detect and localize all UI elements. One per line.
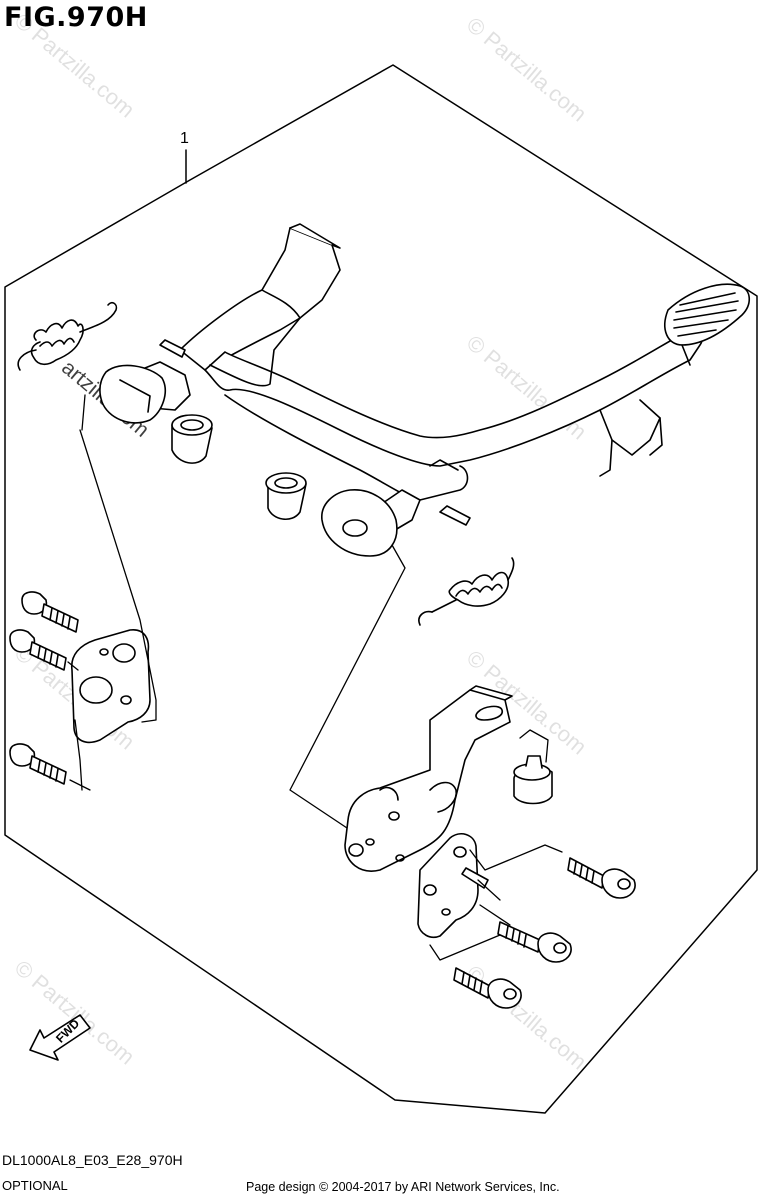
bolt — [567, 857, 636, 899]
bushing-right — [265, 472, 307, 520]
bolt — [497, 921, 572, 963]
bracket-right — [344, 685, 513, 872]
bolt — [9, 743, 67, 785]
bushing-left — [171, 414, 213, 464]
bolt — [453, 967, 522, 1009]
assembly-line — [289, 544, 406, 831]
callout-number: 1 — [180, 130, 189, 147]
figure-title: FIG.970H — [4, 2, 148, 33]
spring-upper — [17, 302, 118, 371]
model-code: DL1000AL8_E03_E28_970H — [2, 1152, 183, 1168]
fwd-arrow-icon — [29, 1014, 91, 1061]
optional-label: OPTIONAL — [2, 1178, 68, 1193]
center-stand — [99, 223, 751, 557]
assembly-line — [67, 394, 157, 791]
bracket-plate-right — [417, 833, 489, 939]
assembly-line — [429, 729, 563, 961]
spring-lower — [418, 557, 515, 626]
bracket-plate-left — [70, 629, 151, 744]
bolt — [9, 629, 67, 671]
footer-copyright: Page design © 2004-2017 by ARI Network S… — [246, 1180, 560, 1194]
kit-outline — [4, 64, 758, 1114]
bolt — [21, 591, 79, 633]
rubber-stopper — [513, 755, 553, 805]
